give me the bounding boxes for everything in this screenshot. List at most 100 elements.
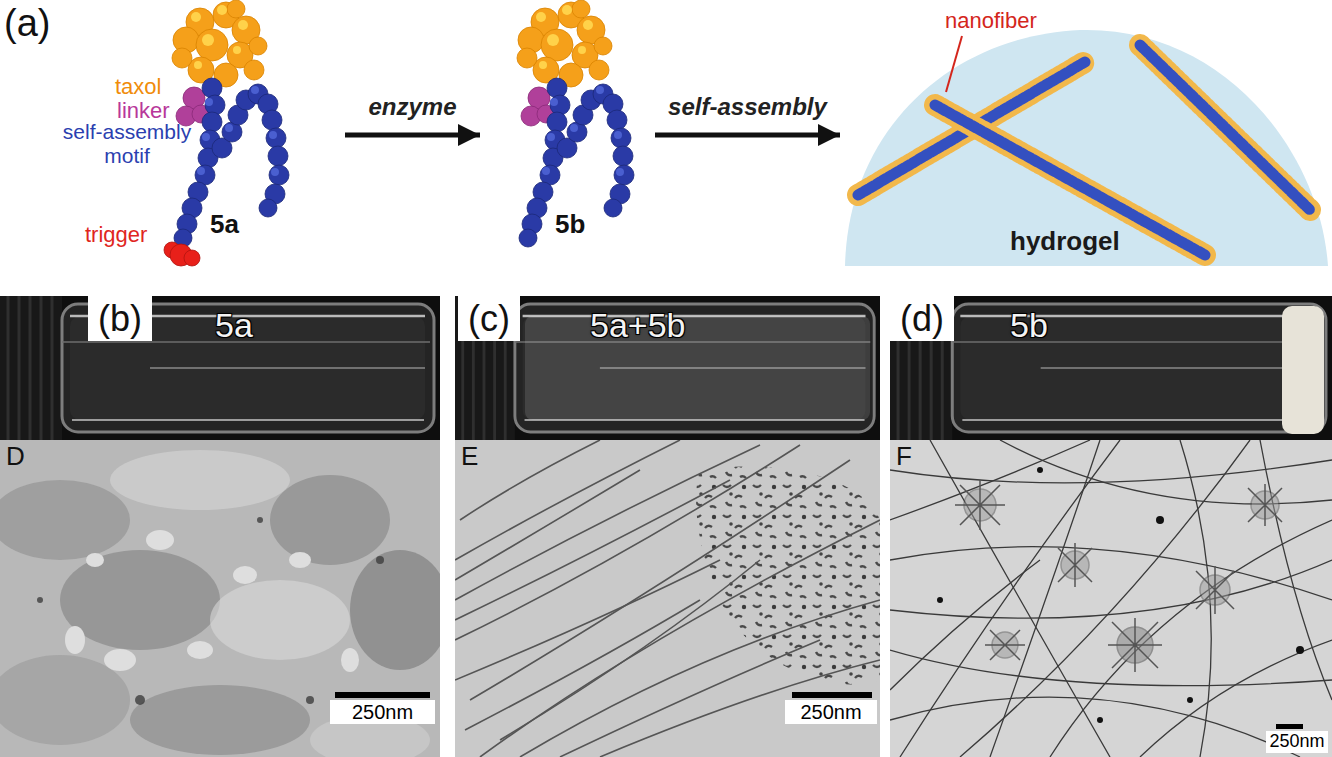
tem-image — [1296, 646, 1304, 654]
tem-image — [985, 630, 1025, 660]
tem-image — [341, 648, 359, 672]
tem-image — [1260, 440, 1332, 700]
trigger-atoms — [184, 250, 200, 266]
tem-image — [1037, 467, 1043, 473]
panel-letter: (c) — [458, 296, 520, 341]
tem-image — [890, 440, 1332, 757]
nanofiber-bundle — [858, 45, 1310, 255]
tem-image — [890, 440, 1332, 757]
tem-image — [455, 470, 640, 580]
tem-image — [210, 580, 350, 660]
tem-image — [1097, 717, 1103, 723]
tem-image — [890, 560, 1332, 618]
tem-image — [37, 517, 384, 705]
vial-photo — [455, 296, 880, 440]
tem-image — [455, 440, 880, 757]
tem-image — [560, 640, 820, 757]
tem-image — [1050, 520, 1332, 757]
tem-image — [960, 440, 1250, 757]
tem-image — [257, 517, 263, 523]
tem-image — [289, 552, 311, 568]
part-label: linker — [117, 98, 170, 123]
vial-photo: 5b — [890, 296, 1332, 440]
tem-image — [1248, 484, 1282, 526]
tem-image — [37, 597, 43, 603]
nanofiber-bundle — [1140, 45, 1310, 210]
tem-image — [1156, 516, 1164, 524]
tem-image — [890, 547, 1332, 600]
tem-image — [460, 440, 600, 520]
compound-number: 5b — [555, 210, 585, 240]
tem-image — [455, 440, 680, 560]
tem-image — [1108, 618, 1162, 672]
part-label: self-assembly motif — [52, 120, 202, 168]
image-letter: E — [461, 442, 478, 472]
tem-image — [306, 696, 314, 704]
tem-image — [455, 480, 730, 620]
tem-image — [376, 556, 384, 564]
tem-image — [520, 600, 880, 757]
tem-image — [0, 440, 440, 757]
hydrogel-region: nanofiberhydrogel — [840, 5, 1328, 270]
compound-number: 5a — [210, 210, 239, 240]
nanofiber-bundle — [1140, 45, 1310, 210]
tem-image — [104, 649, 136, 671]
tem-image — [65, 626, 85, 654]
tem-image — [937, 467, 1304, 723]
tem-image — [930, 440, 1110, 757]
tem-image — [110, 450, 290, 510]
tem-image — [1000, 440, 1332, 504]
tem-image — [270, 475, 390, 565]
scale-bar — [1276, 724, 1303, 729]
translucent-gel — [525, 316, 870, 420]
scale-bar — [792, 692, 872, 698]
tem-image — [130, 685, 310, 755]
molecule-5b — [517, 0, 634, 247]
tem-image — [1058, 543, 1092, 587]
tem-image — [86, 553, 104, 567]
tem-image — [890, 440, 1090, 520]
tem-image — [696, 467, 880, 685]
image-letter: F — [896, 442, 912, 472]
trigger-atoms — [164, 242, 200, 266]
scale-label-ground — [1266, 731, 1328, 753]
tem-image — [187, 641, 213, 659]
tem-image — [350, 550, 440, 670]
tem-image — [890, 440, 1332, 757]
tem-image: D 250nm — [0, 440, 440, 757]
vial-photo — [0, 296, 440, 440]
tem-image — [470, 460, 850, 700]
tem-image — [990, 440, 1100, 757]
panel-letter: (a) — [4, 0, 50, 48]
scale-label: 250nm — [330, 701, 435, 724]
tem-image — [455, 445, 760, 600]
tem-image — [455, 440, 880, 757]
tem-image — [65, 530, 359, 672]
panel-letter: (d) — [890, 296, 954, 341]
arrow-label: self-assembly — [668, 93, 827, 122]
sample-label: 5a+5b — [590, 306, 686, 345]
sample-label: 5a — [215, 306, 253, 345]
reaction-arrow — [655, 133, 840, 138]
tem-image — [1196, 566, 1234, 614]
opaque-gel — [1282, 306, 1324, 434]
tem-image — [955, 480, 1282, 672]
tem-image — [500, 560, 760, 740]
part-label: trigger — [85, 222, 147, 247]
reaction-arrow — [345, 133, 480, 138]
image-letter: D — [6, 442, 25, 472]
tem-image — [455, 445, 800, 640]
tem-image — [455, 560, 720, 680]
scale-label-ground — [330, 700, 435, 724]
molecule-group: taxollinkerself-assembly motiftrigger5a — [50, 0, 345, 270]
tem-image: E250nm — [455, 440, 880, 757]
tem-image — [937, 597, 943, 603]
vial-photo: 5a — [0, 296, 440, 440]
tem-image: F250nm — [890, 440, 1332, 757]
tem-image — [1140, 640, 1332, 757]
tem-image — [135, 695, 145, 705]
tem-image — [955, 480, 1005, 530]
